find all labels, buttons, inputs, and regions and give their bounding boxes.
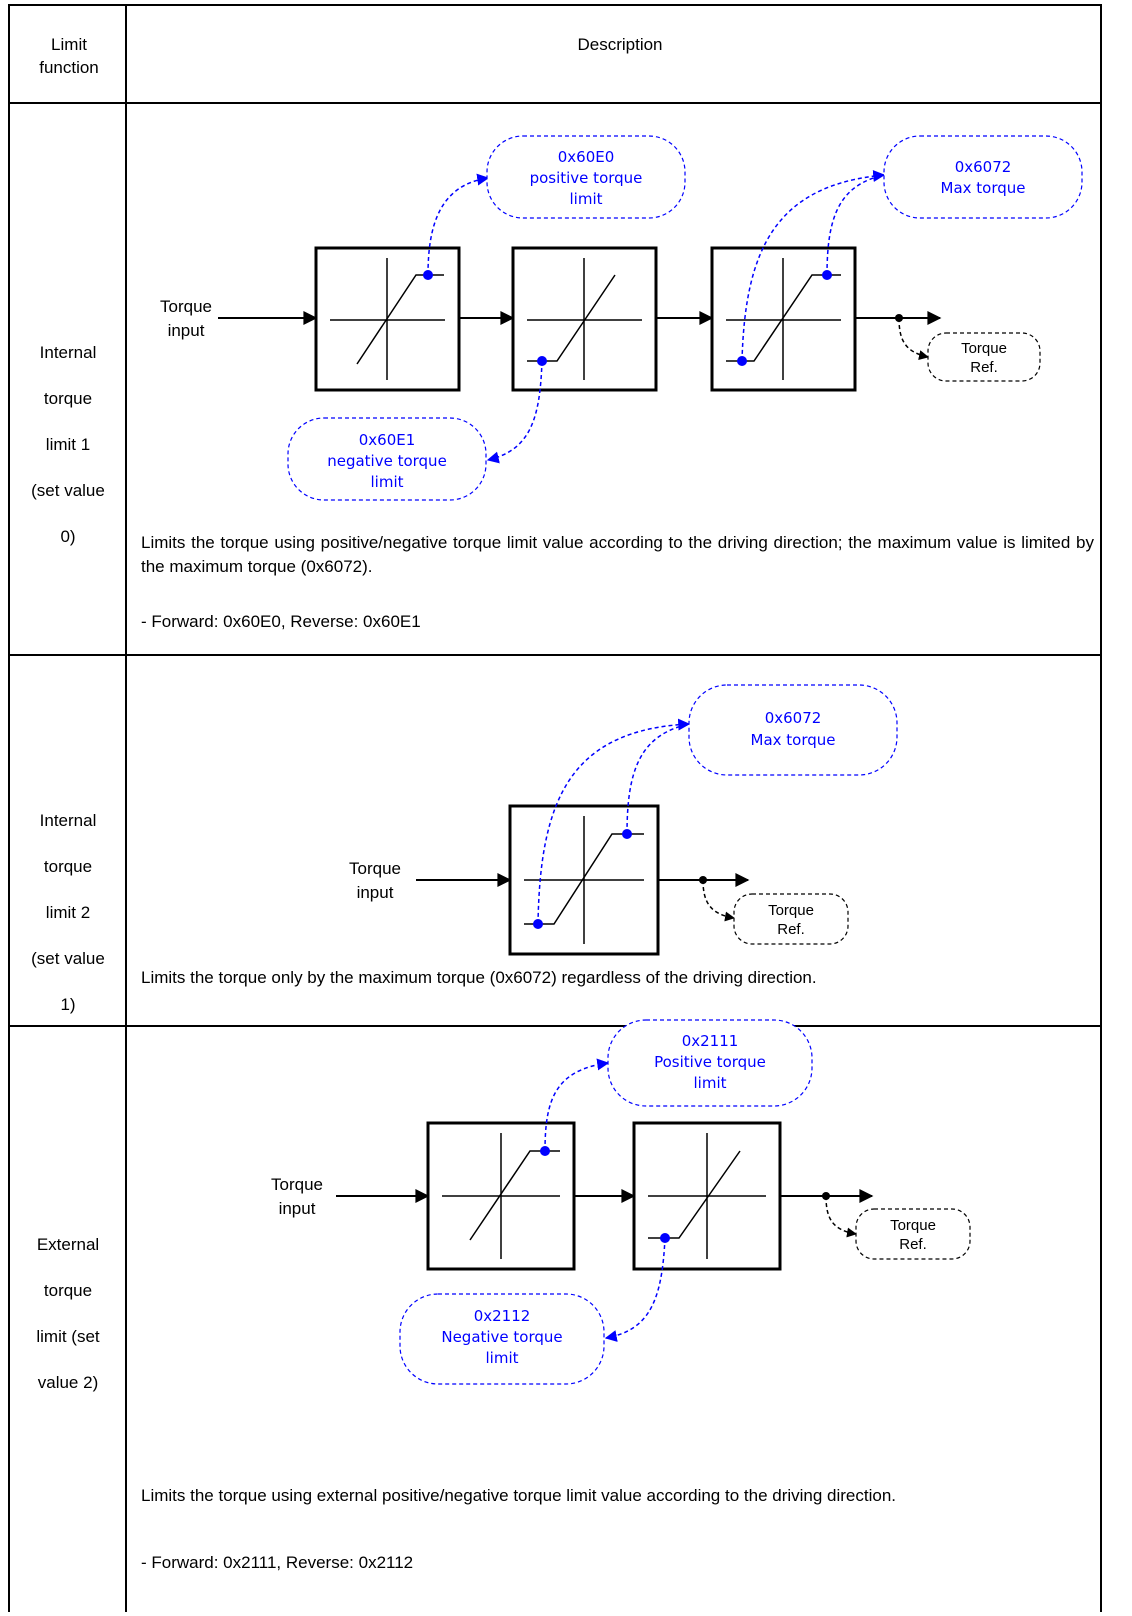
torque-ref-box: [927, 332, 1041, 382]
row-2-diagram: Torque input Torque Ref. 0x6072 Max torq…: [349, 684, 898, 956]
annotation-label: 0x2112: [474, 1307, 531, 1325]
diagram-path: [702, 879, 735, 922]
annotation-label: 0x60E1: [359, 431, 416, 449]
annotation-label: Max torque: [751, 731, 836, 749]
annotation-label: limit: [570, 190, 603, 208]
annotation-box: [287, 417, 487, 501]
label-line: torque: [43, 857, 93, 876]
header-limit-function: Limit function: [39, 35, 99, 77]
diagram-circle: [423, 270, 433, 280]
annotation-box: [486, 135, 686, 219]
row-3-function-label: External torque limit (set value 2): [14, 1210, 122, 1417]
diagram-circle: [533, 919, 543, 929]
diagram-path: [427, 173, 490, 276]
annotation-label: negative torque: [327, 452, 447, 470]
label-line: limit (set: [36, 1327, 100, 1346]
header-description: Description: [577, 35, 663, 54]
annotation-label: Negative torque: [441, 1328, 562, 1346]
diagram-path: [741, 170, 886, 362]
torque-input-label: Torque: [160, 297, 212, 316]
label-line: (set value: [31, 481, 105, 500]
annotation-label: limit: [486, 1349, 519, 1367]
diagram-path: [825, 1195, 857, 1238]
diagram-circle: [537, 356, 547, 366]
row-2-paragraph: Limits the torque only by the maximum to…: [141, 968, 817, 987]
label-line: (set value: [31, 949, 105, 968]
torque-input-label: Torque: [349, 859, 401, 878]
row-1-paragraph: Limits the torque using positive/negativ…: [141, 533, 1094, 576]
annotation-box: [883, 135, 1083, 219]
torque-ref-label: Ref.: [970, 359, 998, 376]
label-line: Internal: [39, 811, 97, 830]
label-line: External: [36, 1235, 100, 1254]
annotation-label: limit: [371, 473, 404, 491]
row-3-note: - Forward: 0x2111, Reverse: 0x2112: [141, 1553, 414, 1572]
diagram-circle: [737, 356, 747, 366]
row-1-note: - Forward: 0x60E0, Reverse: 0x60E1: [141, 612, 421, 631]
row-1-function-label: Internal torque limit 1 (set value 0): [14, 318, 122, 571]
diagram-circle: [540, 1146, 550, 1156]
table-border-left: [8, 4, 10, 1612]
annotation-label: 0x6072: [955, 158, 1012, 176]
annotation-box: [607, 1019, 813, 1107]
label-line: 1): [60, 995, 76, 1014]
annotation-label: 0x60E0: [558, 148, 615, 166]
diagram-polyline: [648, 1150, 741, 1239]
torque-input-label: Torque: [271, 1175, 323, 1194]
torque-ref-label: Torque: [768, 902, 814, 919]
torque-input-label: input: [279, 1199, 316, 1218]
annotation-box: [688, 684, 898, 776]
label-line: limit 1: [45, 435, 91, 454]
label-line: torque: [43, 389, 93, 408]
diagram-circle: [622, 829, 632, 839]
annotation-label: Positive torque: [654, 1053, 766, 1071]
label-line: torque: [43, 1281, 93, 1300]
label-line: value 2): [37, 1373, 99, 1392]
label-line: limit 2: [45, 903, 91, 922]
label-line: Internal: [39, 343, 97, 362]
table-row-divider: [8, 102, 1102, 104]
annotation-label: limit: [694, 1074, 727, 1092]
row-3-paragraph: Limits the torque using external positiv…: [141, 1486, 897, 1505]
torque-ref-label: Ref.: [899, 1236, 927, 1253]
table-border-top: [8, 4, 1102, 6]
diagram-circle: [822, 270, 832, 280]
torque-input-label: input: [168, 321, 205, 340]
diagram-path: [537, 718, 691, 925]
table-border-right: [1100, 4, 1102, 1612]
torque-input-label: input: [357, 883, 394, 902]
diagram-path: [826, 174, 885, 276]
torque-ref-label: Torque: [890, 1217, 936, 1234]
row-3-diagram: Torque input Torque Ref. 0x2111 Positive…: [271, 1019, 971, 1385]
diagram-circle: [660, 1233, 670, 1243]
annotation-box: [399, 1293, 605, 1385]
table-row-divider: [8, 1025, 1102, 1027]
annotation-label: positive torque: [530, 169, 643, 187]
annotation-label: 0x2111: [682, 1032, 739, 1050]
torque-ref-label: Ref.: [777, 921, 805, 938]
torque-ref-box: [733, 893, 849, 945]
table-row-divider: [8, 654, 1102, 656]
label-line: 0): [60, 527, 76, 546]
diagram-polyline: [356, 274, 444, 365]
torque-ref-label: Torque: [961, 340, 1007, 357]
table-column-divider: [125, 4, 127, 1612]
annotation-label: 0x6072: [765, 709, 822, 727]
diagram-path: [604, 1237, 666, 1342]
row-1-diagram: Torque input Torque Ref.: [160, 135, 1083, 501]
annotation-label: Max torque: [941, 179, 1026, 197]
diagram-path: [544, 1058, 610, 1152]
row-2-function-label: Internal torque limit 2 (set value 1): [14, 786, 122, 1039]
diagram-path: [898, 317, 929, 360]
torque-ref-box: [855, 1208, 971, 1260]
